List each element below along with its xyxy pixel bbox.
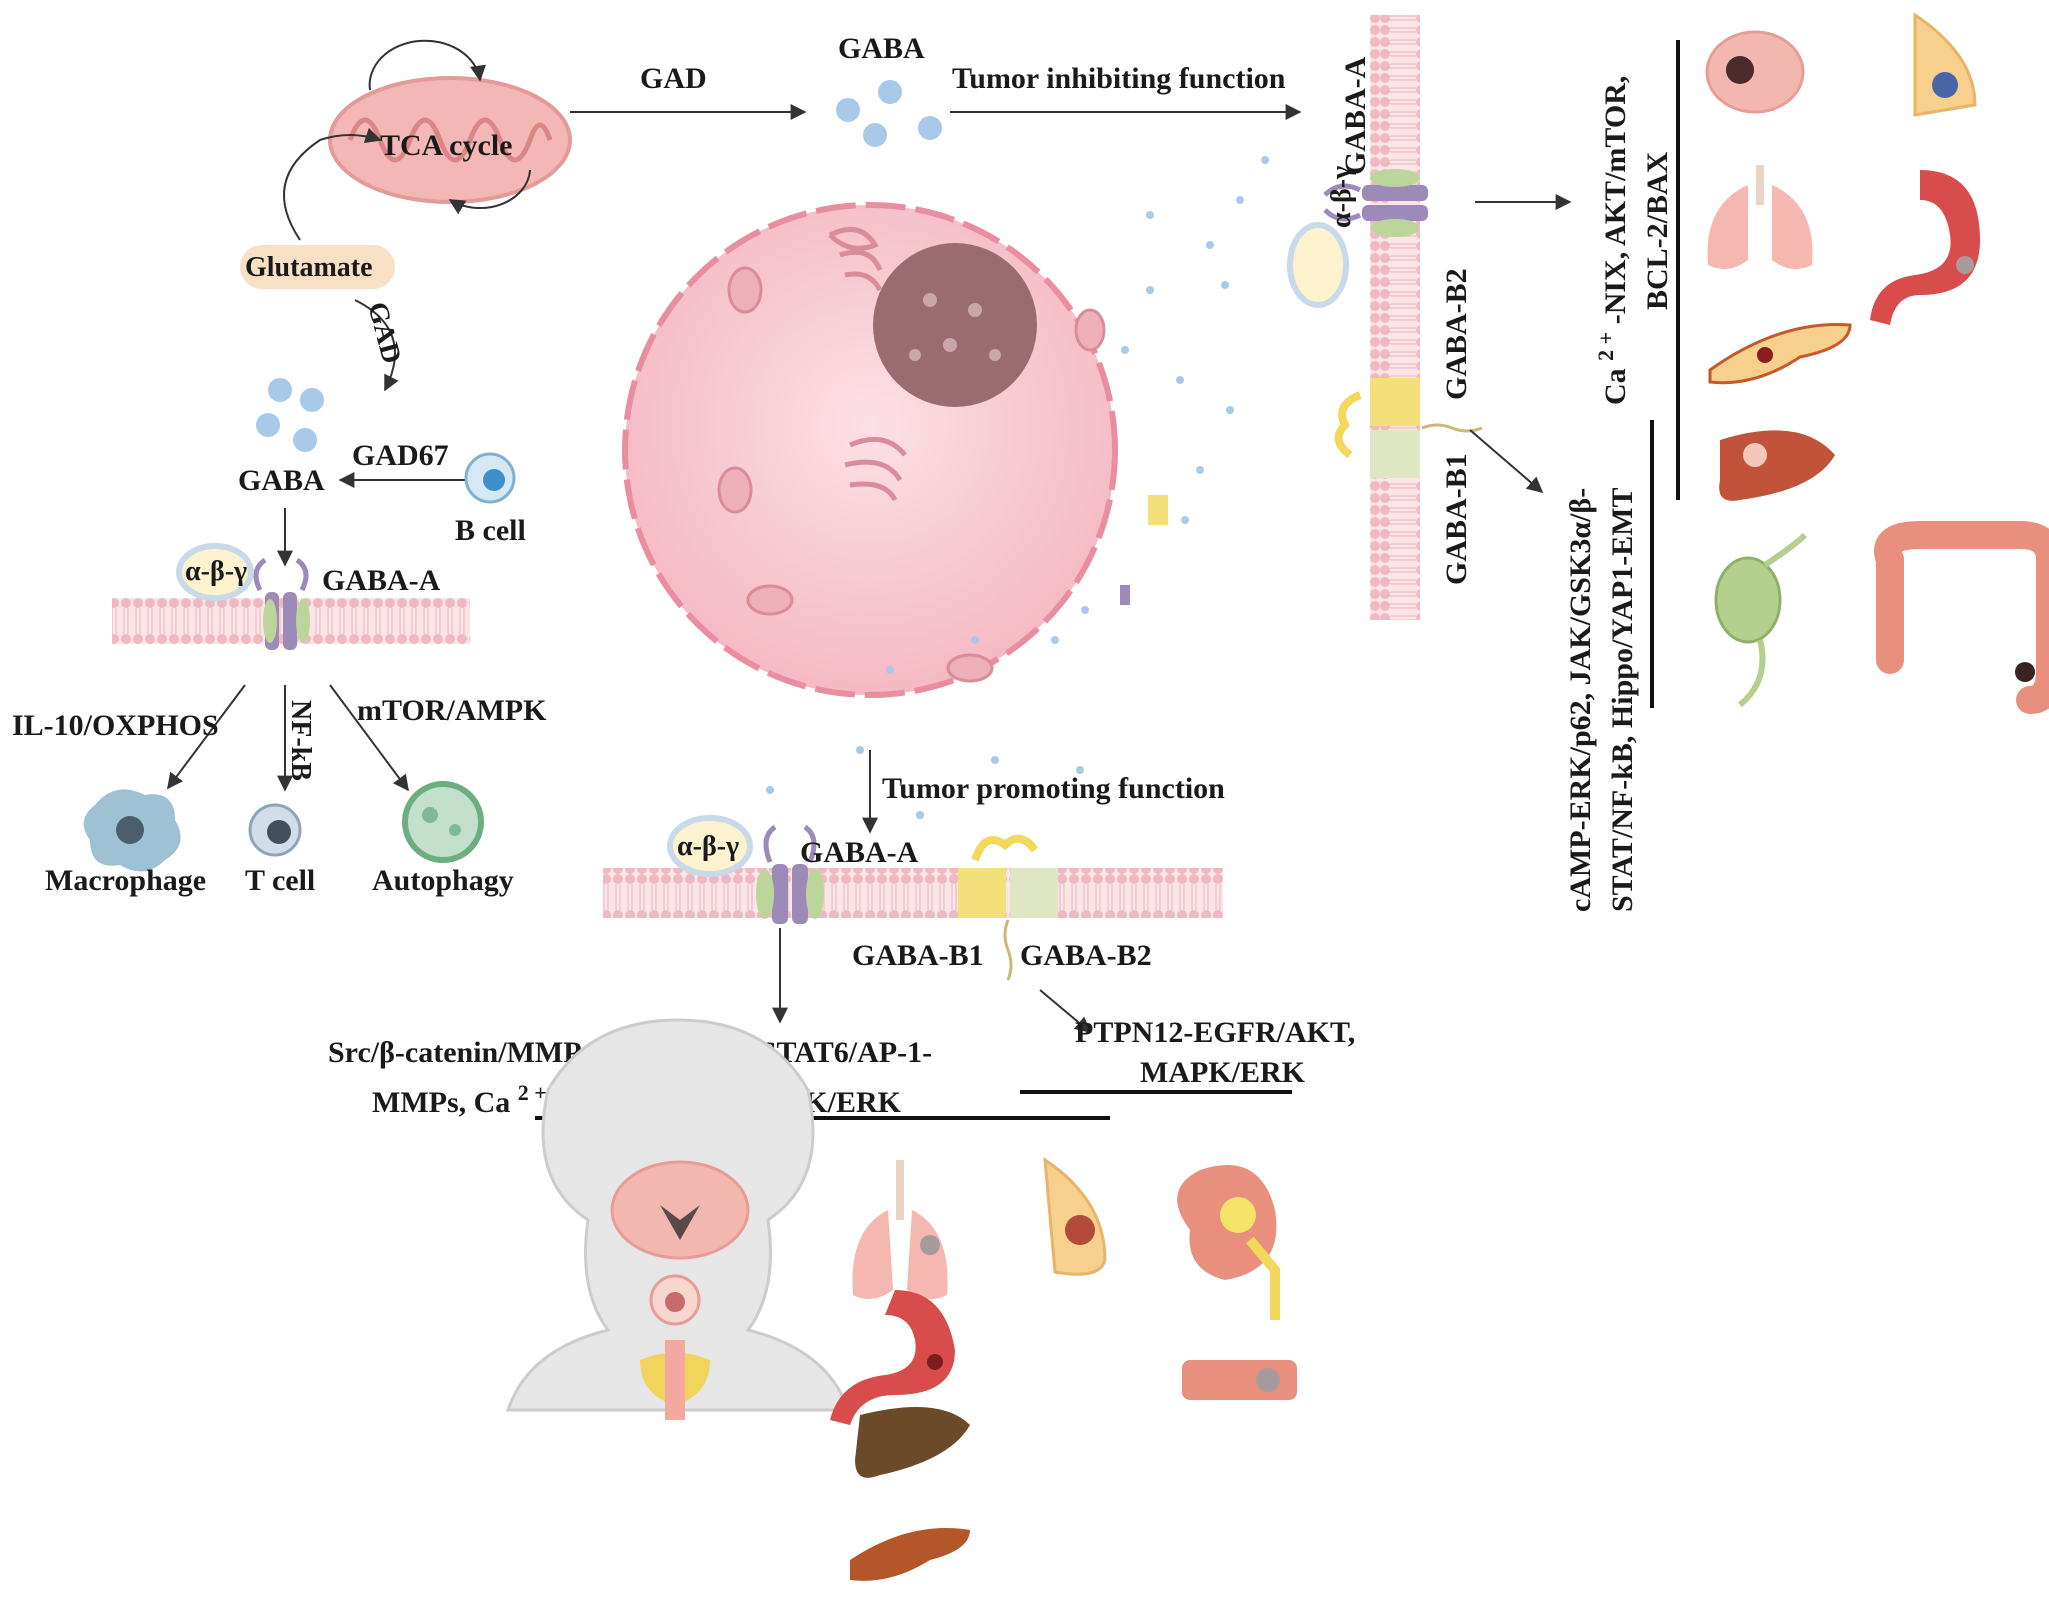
macrophage-icon	[83, 789, 181, 872]
alpha-beta-gamma-subunit-left-icon	[176, 543, 254, 601]
gaba-molecules-scattered	[766, 156, 1269, 819]
gaba-a-left-label: GABA-A	[322, 564, 441, 597]
stomach-right-icon	[1870, 170, 1980, 325]
gad-top-label: GAD	[640, 62, 707, 95]
brain-right-icon	[1705, 30, 1805, 114]
breast-right-icon	[1913, 12, 1977, 117]
gaba-molecules-left	[256, 378, 324, 452]
liver-bottom-icon	[855, 1407, 970, 1478]
gaba-a-receptor-left-icon	[253, 557, 310, 650]
gaba-b1-right-label: GABA-B1	[1440, 453, 1473, 585]
gaba-b2-bottom-label: GABA-B2	[1020, 939, 1152, 972]
receptor-small-icon	[1120, 495, 1168, 605]
gaba-a-bottom-label: GABA-A	[800, 836, 919, 869]
glutamate-label: Glutamate	[245, 252, 373, 283]
abg-left-label: α-β-γ	[185, 556, 247, 587]
kidney-bottom-icon	[1177, 1165, 1280, 1320]
gad67-label: GAD67	[352, 439, 449, 472]
right-upper-sup: 2 +	[1593, 332, 1618, 361]
right-lower-line2: STAT/NF-kB, Hippo/YAP1-EMT	[1606, 487, 1639, 912]
esophagus-bottom-icon	[1182, 1360, 1297, 1400]
head-silhouette-icon	[505, 1018, 851, 1420]
lung-right-icon	[1707, 165, 1813, 269]
pancreas-right-icon	[1708, 323, 1852, 385]
gaba-a-right-label: GABA-A	[1339, 56, 1372, 175]
liver-right-icon	[1719, 430, 1835, 501]
gad-curve-label: GAD	[361, 299, 407, 367]
abg-right-label: α-β-γ	[1326, 166, 1357, 228]
tumor-inhibiting-label: Tumor inhibiting function	[952, 62, 1286, 95]
mitochondrion-icon	[328, 39, 572, 215]
pancreas-bottom-icon	[850, 1528, 970, 1581]
alpha-beta-gamma-subunit-bottom-icon	[667, 815, 753, 877]
pathway-b-line1: PTPN12-EGFR/AKT,	[1075, 1016, 1355, 1049]
alpha-beta-gamma-subunit-right-icon	[1287, 222, 1349, 308]
gaba-a-receptor-bottom-icon	[756, 824, 824, 924]
gaba-b-receptor-bottom-icon	[958, 834, 1058, 981]
gallbladder-right-icon	[1714, 532, 1808, 708]
right-upper-line1: Ca 2 + -NIX, AKT/mTOR,	[1587, 76, 1632, 405]
gaba-left-label: GABA	[238, 464, 325, 497]
abg-bottom-label: α-β-γ	[677, 831, 739, 862]
b-cell-label: B cell	[455, 514, 526, 547]
autophagy-label: Autophagy	[372, 864, 514, 897]
t-cell-icon	[248, 803, 302, 857]
colon-right-icon	[1874, 521, 2049, 714]
pathway-a-sup: 2 +	[518, 1080, 547, 1105]
stomach-bottom-icon	[830, 1290, 955, 1425]
lung-bottom-icon	[852, 1160, 948, 1299]
right-lower-line1: cAMP-ERK/p62, JAK/GSK3α/β-	[1564, 488, 1597, 912]
breast-bottom-icon	[1043, 1157, 1107, 1276]
right-upper-line1-post: -NIX, AKT/mTOR,	[1599, 76, 1632, 325]
t-cell-label: T cell	[245, 864, 315, 897]
right-upper-line1-pre: Ca	[1599, 368, 1632, 405]
mtor-ampk-label: mTOR/AMPK	[357, 694, 547, 727]
tumor-promoting-label: Tumor promoting function	[882, 772, 1225, 805]
gaba-top-label: GABA	[838, 32, 925, 65]
pathway-b-line2: MAPK/ERK	[1140, 1056, 1306, 1089]
b-cell-icon	[464, 452, 516, 504]
gaba-b2-right-label: GABA-B2	[1440, 268, 1473, 400]
tca-cycle-label: TCA cycle	[380, 129, 512, 162]
pathway-a-line2-pre: MMPs, Ca	[372, 1086, 510, 1119]
cell-membrane-bottom	[603, 868, 1223, 918]
glutamate-badge	[240, 245, 395, 289]
gaba-a-receptor-right-icon	[1323, 169, 1428, 237]
gaba-b1-bottom-label: GABA-B1	[852, 939, 984, 972]
right-upper-line2: BCL-2/BAX	[1641, 151, 1674, 310]
autophagy-icon	[402, 781, 484, 863]
il10-oxphos-label: IL-10/OXPHOS	[12, 709, 219, 742]
gaba-b-receptor-right-icon	[1334, 378, 1483, 478]
tumor-cell-icon	[622, 202, 1118, 698]
nfkb-left-label: NF-kB	[285, 700, 316, 781]
macrophage-label: Macrophage	[45, 864, 206, 897]
gaba-molecules-top	[836, 80, 942, 147]
cell-membrane-right	[1370, 15, 1420, 620]
